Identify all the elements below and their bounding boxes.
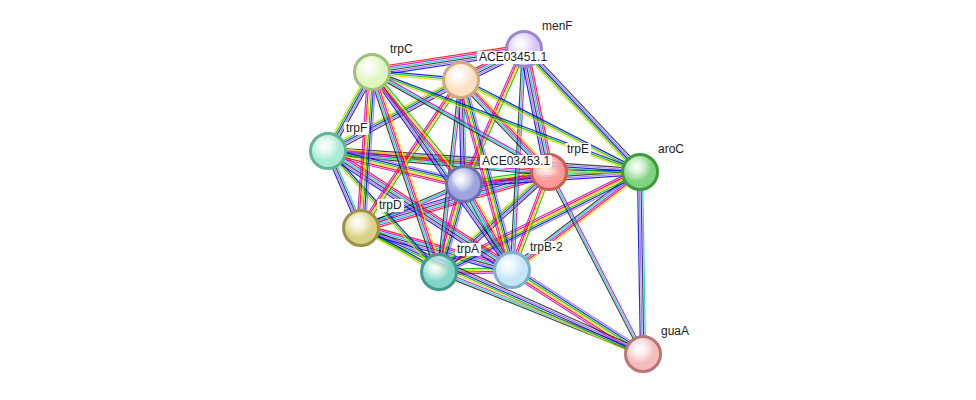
protein-label: trpF xyxy=(344,122,369,135)
protein-node: aroC xyxy=(621,153,659,191)
evidence-strand xyxy=(342,159,448,185)
protein-node: trpA xyxy=(420,253,458,291)
evidence-strand xyxy=(558,185,638,339)
evidence-strand xyxy=(638,188,640,339)
protein-label: menF xyxy=(540,20,575,33)
protein-node: ACE03453.1 xyxy=(445,165,483,203)
protein-label: ACE03451.1 xyxy=(477,51,549,64)
protein-label: guaA xyxy=(659,325,691,338)
evidence-strand xyxy=(333,166,354,215)
evidence-strand xyxy=(537,58,632,158)
node-disc xyxy=(623,155,658,190)
protein-label: trpB-2 xyxy=(528,241,565,254)
evidence-strand xyxy=(527,275,632,342)
evidence-strand xyxy=(455,183,628,269)
protein-label: trpE xyxy=(565,143,591,156)
protein-node: trpF xyxy=(309,132,347,170)
node-circle xyxy=(442,61,480,99)
node-disc xyxy=(422,255,457,290)
evidence-strand xyxy=(375,236,426,265)
interaction-edge xyxy=(332,164,357,215)
interaction-edge xyxy=(453,276,630,350)
node-circle xyxy=(309,132,347,170)
node-disc xyxy=(495,253,530,288)
protein-label: trpA xyxy=(455,243,481,256)
evidence-strand xyxy=(379,86,436,257)
node-disc xyxy=(311,134,346,169)
evidence-strand xyxy=(337,164,427,262)
evidence-strand xyxy=(375,234,426,263)
node-circle xyxy=(353,53,391,91)
interaction-edge xyxy=(638,187,646,338)
evidence-strand xyxy=(374,237,425,266)
interaction-edge xyxy=(555,185,638,341)
evidence-strand xyxy=(384,82,456,170)
evidence-strand xyxy=(555,187,635,341)
evidence-strand xyxy=(472,91,539,161)
evidence-strand xyxy=(380,86,437,257)
node-circle xyxy=(493,251,531,289)
node-disc xyxy=(444,63,479,98)
protein-label: trpD xyxy=(377,199,404,212)
evidence-strand xyxy=(526,276,631,343)
evidence-strand xyxy=(528,64,547,157)
evidence-strand xyxy=(336,164,357,213)
evidence-strand xyxy=(380,86,452,174)
evidence-strand xyxy=(335,165,356,214)
interaction-edge xyxy=(386,76,626,168)
evidence-strand xyxy=(525,65,544,158)
evidence-strand xyxy=(526,64,545,157)
evidence-strand xyxy=(387,76,626,165)
evidence-strand xyxy=(556,186,636,340)
evidence-strand xyxy=(387,77,626,166)
evidence-strand xyxy=(536,59,631,159)
node-disc xyxy=(447,167,482,202)
node-disc xyxy=(355,55,390,90)
node-disc xyxy=(344,211,379,246)
evidence-strand xyxy=(535,60,630,160)
evidence-strand xyxy=(381,85,453,173)
protein-node: trpB-2 xyxy=(493,251,531,289)
evidence-strand xyxy=(387,75,445,80)
node-circle xyxy=(621,153,659,191)
evidence-strand xyxy=(332,166,353,215)
protein-node: guaA xyxy=(624,335,662,373)
protein-label: trpC xyxy=(388,43,415,56)
protein-node: trpD xyxy=(342,209,380,247)
node-circle xyxy=(445,165,483,203)
evidence-strand xyxy=(382,83,454,171)
evidence-strand xyxy=(358,87,367,212)
protein-node: ACE03451.1 xyxy=(442,61,480,99)
node-circle xyxy=(624,335,662,373)
interaction-edge xyxy=(387,72,445,81)
interaction-edge xyxy=(358,87,375,213)
protein-node: trpC xyxy=(353,53,391,91)
node-circle xyxy=(342,209,380,247)
node-disc xyxy=(626,337,661,372)
evidence-strand xyxy=(386,79,625,168)
evidence-strand xyxy=(533,61,628,161)
evidence-strand xyxy=(360,87,369,212)
node-circle xyxy=(420,253,458,291)
protein-label: ACE03453.1 xyxy=(480,155,552,168)
interaction-edge xyxy=(380,82,456,173)
protein-label: aroC xyxy=(656,143,686,156)
